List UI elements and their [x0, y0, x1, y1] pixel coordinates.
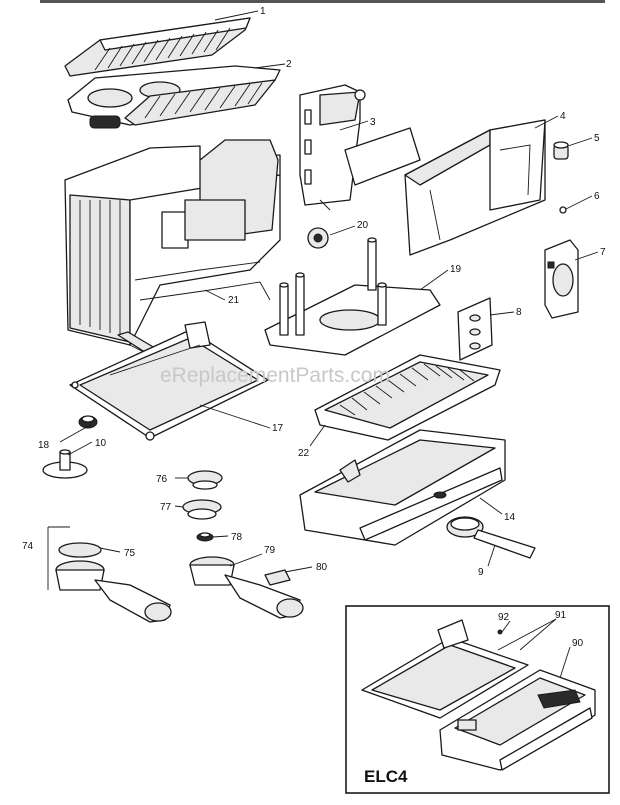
callout-1: 1: [260, 6, 266, 17]
callout-5: 5: [594, 133, 600, 144]
part-10-foot: [42, 449, 88, 479]
callout-21-lead: [204, 289, 226, 301]
part-3-steam-panel: [299, 84, 421, 211]
part-91-tray-frame: [361, 619, 529, 719]
callout-7: 7: [600, 247, 606, 258]
callout-18: 18: [38, 440, 50, 451]
part-14-drip-tray: [299, 429, 506, 546]
callout-80: 80: [316, 562, 328, 573]
watermark: eReplacementParts.com: [160, 364, 390, 387]
callout-10: 10: [95, 438, 107, 449]
callout-6: 6: [594, 191, 600, 202]
callout-14: 14: [504, 512, 516, 523]
callout-78: 78: [231, 532, 243, 543]
part-4-water-tank: [404, 119, 546, 256]
part-8-button-panel: [457, 297, 493, 361]
part-6-ring: [559, 206, 567, 214]
part-1-top-grille: [64, 17, 251, 77]
callout-numbers: 1 2 3 4 5 6 7 8 9 10 14 17 18 19 20 21 2…: [22, 6, 606, 578]
part-79-portafilter: [189, 556, 304, 619]
callout-2: 2: [286, 59, 292, 70]
part-18-knob: [78, 415, 98, 429]
callout-4: 4: [560, 111, 566, 122]
main-housing: [64, 139, 281, 369]
part-76-filter-basket: [187, 470, 223, 490]
part-22-drip-grid: [314, 354, 501, 441]
part-17-base-frame: [69, 321, 269, 441]
part-90-drip-tray: [439, 669, 596, 771]
part-20-valve: [307, 227, 329, 249]
callout-21: 21: [228, 295, 240, 306]
callout-20: 20: [357, 220, 369, 231]
top-border-bar: [40, 0, 605, 3]
callout-74: 74: [22, 541, 34, 552]
part-9-scoop: [446, 516, 536, 559]
callout-76: 76: [156, 474, 168, 485]
inset-callout-90: 90: [572, 638, 584, 649]
inset-label: ELC4: [364, 767, 408, 786]
inset-callout-92: 92: [498, 612, 510, 623]
part-77-filter-basket: [182, 499, 222, 520]
part-2-cup-tray: [67, 65, 281, 129]
elc4-inset: 92 91 90 ELC4: [345, 605, 610, 794]
inset-callout-91: 91: [555, 610, 567, 621]
callout-22: 22: [298, 448, 310, 459]
part-74-portafilter: [47, 527, 172, 623]
callout-8: 8: [516, 307, 522, 318]
callout-9: 9: [478, 567, 484, 578]
part-5-cap: [553, 141, 569, 160]
callout-19: 19: [450, 264, 462, 275]
callout-77: 77: [160, 502, 172, 513]
callout-75: 75: [124, 548, 136, 559]
callout-79: 79: [264, 545, 276, 556]
callout-3: 3: [370, 117, 376, 128]
part-78-gasket: [196, 532, 214, 542]
part-80-clip: [264, 569, 291, 586]
part-19-heater-plate: [264, 237, 441, 356]
callout-17: 17: [272, 423, 284, 434]
leader-lines: [48, 10, 599, 573]
part-7-side-bracket: [544, 239, 579, 319]
